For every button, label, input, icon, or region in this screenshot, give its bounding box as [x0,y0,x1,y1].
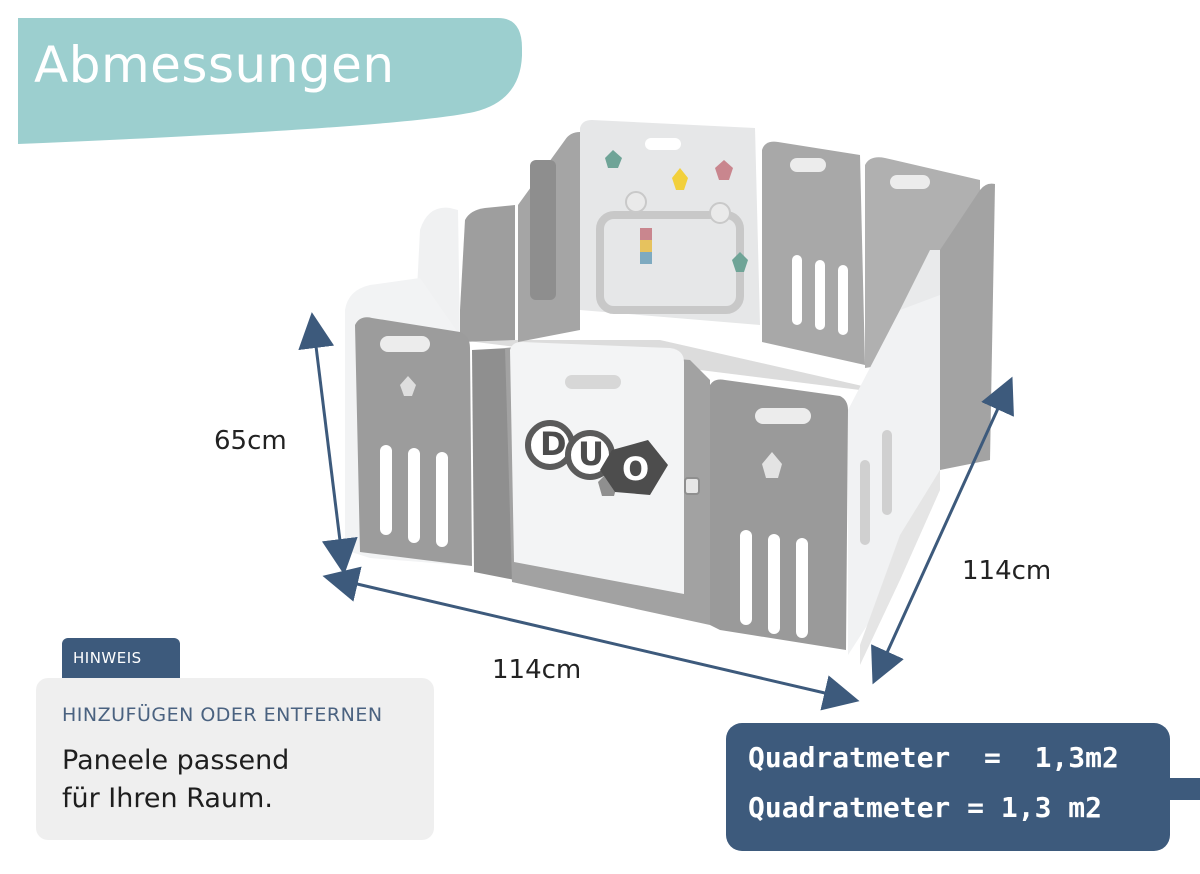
height-arrow [298,312,358,575]
area-line-2: Quadratmeter = 1,3 m2 [748,791,1103,824]
star-toy-pink [715,160,733,180]
duo-logo: D U O [525,420,668,495]
width-label: 114cm [492,655,582,685]
title-banner: Abmessungen [18,18,522,144]
logo-letter-d: D [540,425,567,463]
note-tab: HINWEIS [62,638,180,678]
logo-letter-u: U [578,435,604,473]
note-heading: HINZUFÜGEN ODER ENTFERNEN [62,704,383,726]
note-box: HINZUFÜGEN ODER ENTFERNEN Paneele passen… [36,678,434,840]
width-arrow [322,566,860,711]
height-label: 65cm [214,426,287,456]
note-body-line2: für Ihren Raum. [62,783,273,814]
page-title: Abmessungen [34,36,395,94]
area-line-1: Quadratmeter = 1,3m2 [748,741,1119,774]
area-box: Quadratmeter = 1,3m2 Quadratmeter = 1,3 … [726,723,1170,851]
back-panels [580,120,980,368]
note-body: Paneele passend für Ihren Raum. [62,742,422,818]
star-toy-yellow [672,168,688,190]
banner-shape [18,18,522,144]
depth-label: 114cm [962,556,1052,586]
front-left-panels [345,278,515,580]
area-box-tail [1170,778,1200,800]
depth-arrow [871,376,1014,685]
note-body-line1: Paneele passend [62,745,290,776]
star-toy-green [605,150,622,168]
logo-letter-o: O [622,450,649,488]
